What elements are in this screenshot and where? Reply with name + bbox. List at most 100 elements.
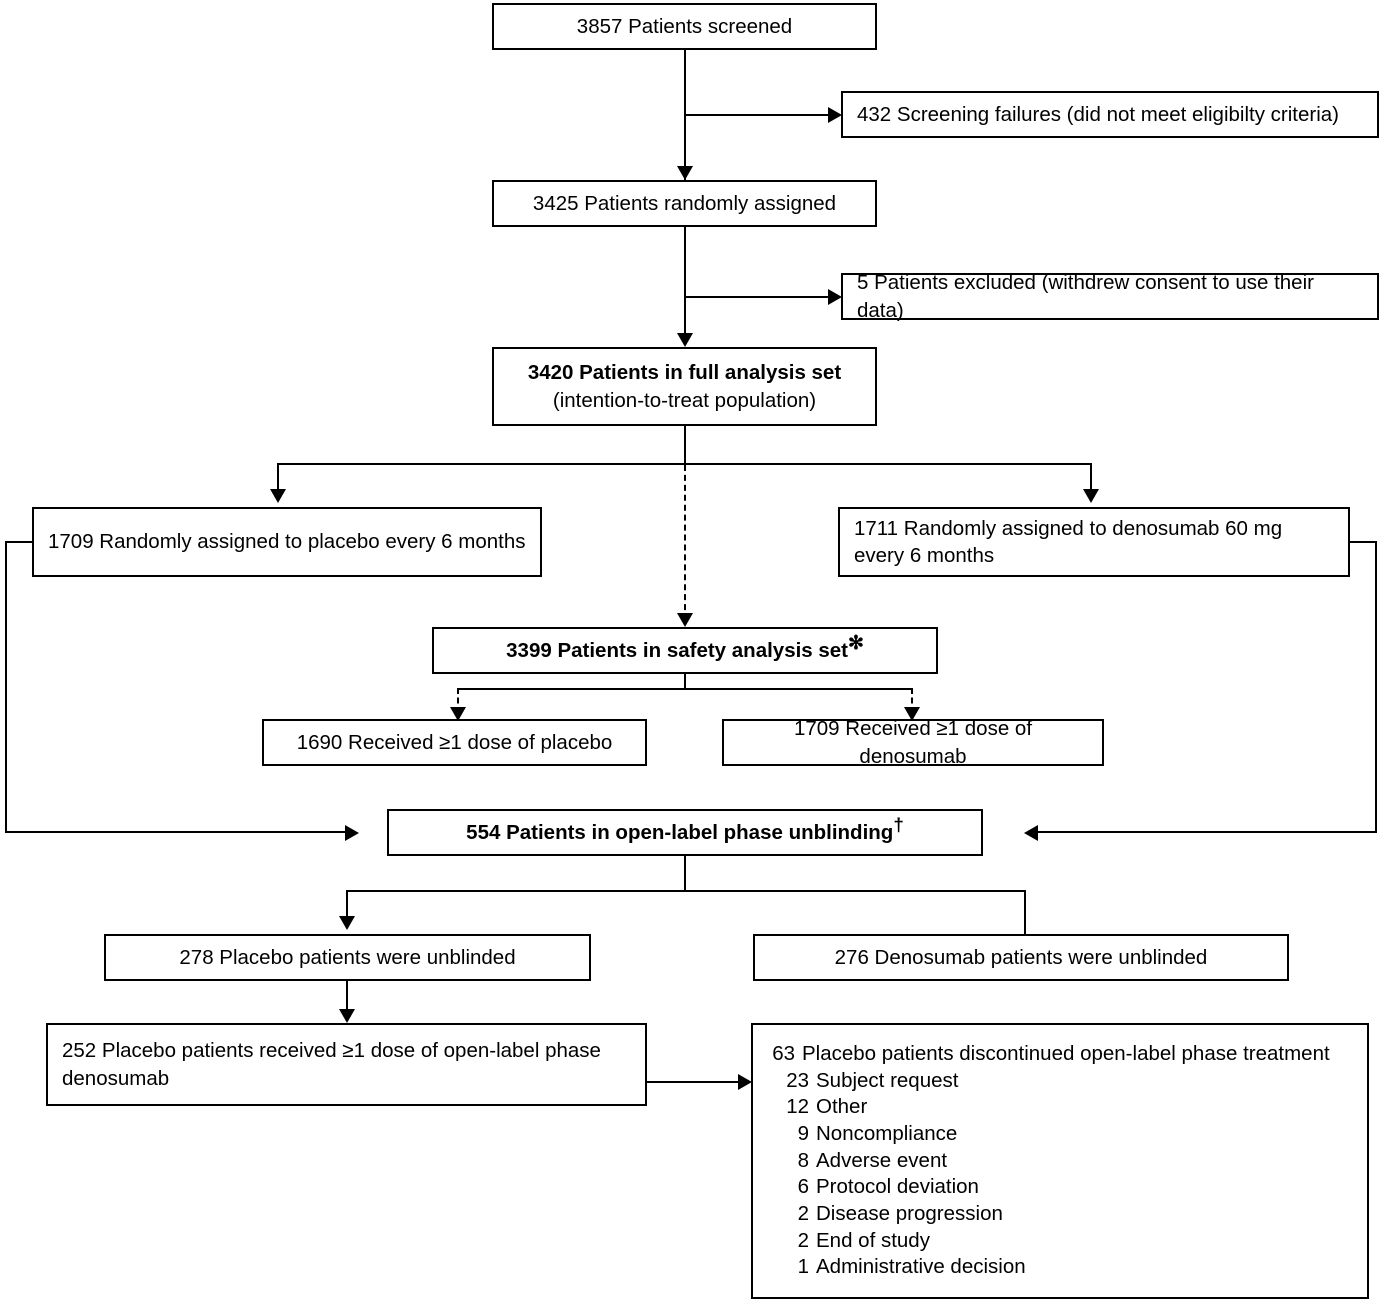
discontinued-reason-label: Subject request (816, 1068, 959, 1092)
node-patients-screened-label: 3857 Patients screened (576, 14, 793, 38)
connector-randomized-to-full-analysis (684, 227, 686, 342)
node-placebo-dosed-label: 1690 Received ≥1 dose of placebo (296, 730, 613, 754)
discontinued-reason-item: 23 Subject request (767, 1068, 1353, 1095)
node-denosumab-assigned: 1711 Randomly assigned to denosumab 60 m… (838, 507, 1350, 577)
discontinued-reason-label: End of study (816, 1228, 930, 1252)
connector-dashed-to-safety-set (684, 465, 686, 620)
node-patients-randomized: 3425 Patients randomly assigned (492, 180, 877, 227)
discontinued-reason-count: 2 (797, 1201, 809, 1225)
discontinued-reason-label: Disease progression (816, 1201, 1003, 1225)
discontinued-reason-item: 1 Administrative decision (767, 1254, 1353, 1281)
node-placebo-openlabel-dose-label: 252 Placebo patients received ≥1 dose of… (62, 1039, 601, 1090)
discontinued-reason-item: 6 Protocol deviation (767, 1174, 1353, 1201)
discontinued-reason-label: Adverse event (816, 1148, 948, 1172)
discontinued-reason-count: 23 (786, 1068, 809, 1092)
node-safety-analysis-set-text: 3399 Patients in safety analysis set (506, 638, 849, 662)
connector-dashed-to-placebo-dosed (457, 688, 459, 713)
node-full-analysis-set-line2: (intention-to-treat population) (552, 388, 817, 412)
discontinued-headline-count: 63 (772, 1042, 795, 1066)
node-safety-analysis-set: 3399 Patients in safety analysis set✻ (432, 627, 938, 674)
connector-placebo-rail-down (5, 541, 7, 833)
node-screening-failures-label: 432 Screening failures (did not meet eli… (857, 102, 1339, 126)
node-placebo-unblinded: 278 Placebo patients were unblinded (104, 934, 591, 981)
connector-denosumab-rail-down (1375, 541, 1377, 833)
discontinued-reason-label: Protocol deviation (816, 1175, 979, 1199)
node-patients-excluded: 5 Patients excluded (withdrew consent to… (841, 271, 1379, 322)
arrowhead-to-screening-failures (828, 107, 842, 123)
node-patients-screened: 3857 Patients screened (492, 3, 877, 50)
connector-to-excluded (684, 296, 834, 298)
arrowhead-to-placebo-unblinded (339, 916, 355, 930)
node-safety-analysis-set-label: 3399 Patients in safety analysis set✻ (434, 633, 936, 664)
connector-denosumab-rail-in (1038, 831, 1377, 833)
discontinued-reason-count: 1 (797, 1255, 809, 1279)
discontinued-reason-item: 9 Noncompliance (767, 1121, 1353, 1148)
connector-placebo-rail-out (5, 541, 34, 543)
node-placebo-openlabel-dose: 252 Placebo patients received ≥1 dose of… (46, 1023, 647, 1106)
connector-unblinding-right-drop (1024, 890, 1026, 934)
connector-placebo-rail-in (5, 831, 345, 833)
connector-unblinding-bus (346, 890, 1026, 892)
connector-to-discontinued (647, 1081, 746, 1083)
discontinued-headline-label: Placebo patients discontinued open-label… (802, 1042, 1330, 1066)
node-placebo-unblinded-label: 278 Placebo patients were unblinded (179, 945, 516, 969)
node-full-analysis-set-line1: 3420 Patients in full analysis set (527, 361, 842, 385)
connector-safety-bus (457, 688, 912, 690)
discontinued-reason-item: 2 End of study (767, 1228, 1353, 1255)
footnote-marker-dagger: † (893, 814, 904, 836)
discontinued-reason-item: 2 Disease progression (767, 1201, 1353, 1228)
connector-bus-right-drop (1090, 463, 1092, 495)
node-patients-randomized-label: 3425 Patients randomly assigned (532, 191, 837, 215)
discontinued-reason-count: 9 (797, 1122, 809, 1146)
arrowhead-right-into-unblinding (1024, 825, 1038, 841)
arrowhead-to-placebo-openlabel-dose (339, 1009, 355, 1023)
connector-unblinding-stem (684, 856, 686, 892)
discontinued-reason-count: 8 (797, 1148, 809, 1172)
arrowhead-to-discontinued (738, 1074, 752, 1090)
discontinued-reason-label: Noncompliance (816, 1122, 958, 1146)
arrowhead-to-excluded (828, 289, 842, 305)
connector-dashed-to-denosumab-dosed (911, 688, 913, 713)
arrowhead-to-denosumab-dosed (904, 707, 920, 721)
arrowhead-to-randomized (677, 166, 693, 180)
node-placebo-dosed: 1690 Received ≥1 dose of placebo (262, 719, 647, 766)
arrowhead-to-placebo-dosed (450, 707, 466, 721)
connector-full-analysis-stem (684, 426, 686, 465)
discontinued-reason-item: 8 Adverse event (767, 1148, 1353, 1175)
node-denosumab-dosed: 1709 Received ≥1 dose of denosumab (722, 717, 1104, 768)
arrowhead-to-full-analysis (677, 333, 693, 347)
discontinued-reason-item: 12 Other (767, 1094, 1353, 1121)
connector-bus-left-drop (277, 463, 279, 495)
discontinued-reason-label: Other (816, 1095, 868, 1119)
node-discontinued-open-label: 63 Placebo patients discontinued open-la… (751, 1023, 1369, 1299)
node-denosumab-dosed-label: 1709 Received ≥1 dose of denosumab (793, 717, 1033, 768)
discontinued-reason-count: 12 (786, 1095, 809, 1119)
node-denosumab-unblinded: 276 Denosumab patients were unblinded (753, 934, 1289, 981)
node-placebo-assigned-label: 1709 Randomly assigned to placebo every … (48, 530, 526, 554)
connector-placebo-unblinded-to-openlabel-dose (346, 981, 348, 1017)
arrowhead-left-into-unblinding (345, 825, 359, 841)
arrowhead-to-denosumab-assigned (1083, 489, 1099, 503)
connector-denosumab-rail-out (1348, 541, 1377, 543)
connector-randomization-bus (277, 463, 1092, 465)
node-open-label-unblinding: 554 Patients in open-label phase unblind… (387, 809, 983, 856)
discontinued-reason-count: 6 (797, 1175, 809, 1199)
discontinued-reason-label: Administrative decision (816, 1255, 1026, 1279)
connector-unblinding-left-drop (346, 890, 348, 922)
node-denosumab-assigned-label: 1711 Randomly assigned to denosumab 60 m… (854, 516, 1283, 567)
arrowhead-to-placebo-assigned (270, 489, 286, 503)
node-open-label-unblinding-text: 554 Patients in open-label phase unblind… (466, 820, 894, 844)
node-open-label-unblinding-label: 554 Patients in open-label phase unblind… (389, 815, 981, 846)
discontinued-headline: 63 Placebo patients discontinued open-la… (767, 1041, 1353, 1068)
discontinued-content: 63 Placebo patients discontinued open-la… (753, 1041, 1367, 1281)
arrowhead-to-safety-set (677, 613, 693, 627)
node-full-analysis-set: 3420 Patients in full analysis set (inte… (492, 347, 877, 426)
node-denosumab-unblinded-label: 276 Denosumab patients were unblinded (834, 945, 1208, 969)
connector-safety-stem (684, 674, 686, 690)
node-patients-excluded-label: 5 Patients excluded (withdrew consent to… (857, 271, 1314, 322)
node-placebo-assigned: 1709 Randomly assigned to placebo every … (32, 507, 542, 577)
connector-to-screening-failures (684, 114, 834, 116)
discontinued-reason-count: 2 (797, 1228, 809, 1252)
